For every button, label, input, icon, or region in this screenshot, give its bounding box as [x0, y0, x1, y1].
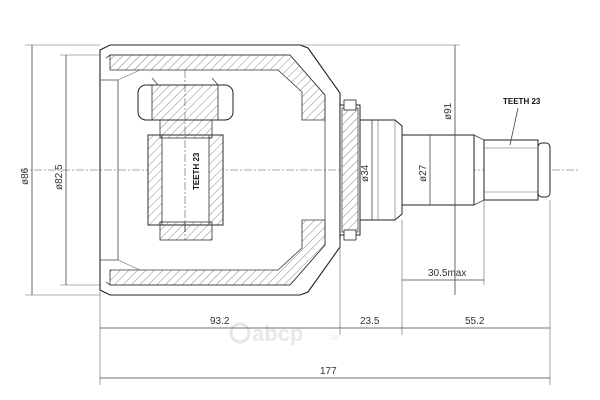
dim-30-5max: 30.5max: [428, 268, 466, 279]
teeth-inner-label: TEETH 23: [192, 152, 201, 190]
stub-shaft: [339, 99, 551, 241]
dim-d82-5: ø82.5: [54, 164, 65, 190]
dim-177: 177: [320, 366, 337, 377]
dim-93-2: 93.2: [210, 316, 230, 327]
length-dims: 30.5max 93.2 23.5 55.2 177: [99, 200, 551, 385]
diameter-dims-left: ø86 ø82.5: [20, 44, 100, 296]
dim-d86: ø86: [20, 167, 31, 185]
dim-d34: ø34: [360, 164, 371, 182]
watermark: abcp .ru: [229, 321, 339, 346]
teeth-outer-label: TEETH 23: [503, 97, 541, 106]
dim-d91: ø91: [443, 102, 454, 120]
tripod-spider: [137, 70, 234, 241]
watermark-brand: abcp: [252, 321, 303, 346]
dim-23-5: 23.5: [360, 316, 380, 327]
spline-labels: TEETH 23 TEETH 23: [192, 97, 541, 190]
diameter-dims-right: ø91 ø34 ø27: [300, 44, 460, 295]
watermark-suffix: .ru: [328, 332, 339, 342]
teeth-outer-leader: [509, 107, 519, 146]
dim-55-2: 55.2: [465, 316, 485, 327]
dim-d27: ø27: [418, 164, 429, 182]
